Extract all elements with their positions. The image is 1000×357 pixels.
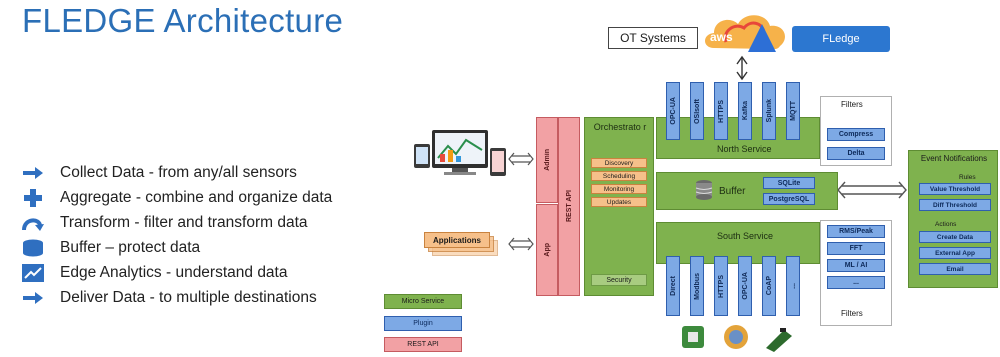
south-plugin-label: HTTPS xyxy=(717,274,725,298)
buffer-label: Buffer xyxy=(719,186,746,197)
orchestrator-item: Monitoring xyxy=(591,184,647,194)
south-plugin-label: CoAP xyxy=(765,276,773,296)
south-plugin-label: OPC-UA xyxy=(741,272,749,300)
curved-arrow-icon xyxy=(18,213,48,233)
fledge-box: FLedge xyxy=(792,26,890,52)
fledge-label: FLedge xyxy=(822,33,860,45)
north-plugin-label: Kafka xyxy=(741,101,749,121)
north-plugin-label: OSIsoft xyxy=(693,98,701,124)
action-item: External App xyxy=(919,247,991,259)
list-item: Edge Analytics - understand data xyxy=(18,262,287,284)
rest-admin-box: Admin xyxy=(536,117,558,203)
orchestrator-item: Discovery xyxy=(591,158,647,168)
filter-item: ML / AI xyxy=(827,259,885,272)
rest-app-box: App xyxy=(536,204,558,296)
list-item-text: Collect Data - from any/all sensors xyxy=(60,164,297,181)
security-box: Security xyxy=(591,274,647,286)
filters-north-label: Filters xyxy=(841,100,863,109)
rest-app-label: App xyxy=(543,243,551,257)
actions-label: Actions xyxy=(935,221,957,228)
south-plugin: OPC-UA xyxy=(738,256,752,316)
list-item: Buffer – protect data xyxy=(18,237,200,259)
list-item: Collect Data - from any/all sensors xyxy=(18,162,297,184)
orchestrator-box: Orchestrato r Discovery Scheduling Monit… xyxy=(584,117,654,296)
ot-systems-box: OT Systems xyxy=(608,27,698,49)
rules-label: Rules xyxy=(959,174,976,181)
database-icon xyxy=(695,179,713,206)
rest-api-label: REST API xyxy=(565,190,573,223)
north-service-label: North Service xyxy=(717,144,772,154)
south-plugin-label: ... xyxy=(789,283,797,289)
south-plugin: Modbus xyxy=(690,256,704,316)
cloud-icon: aws xyxy=(700,8,792,54)
filter-item: RMS/Peak xyxy=(827,225,885,238)
action-item: Create Data xyxy=(919,231,991,243)
filters-south-label: Filters xyxy=(841,309,863,318)
south-service-label: South Service xyxy=(717,231,774,241)
filter-item: Compress xyxy=(827,128,885,141)
legend-micro-service: Micro Service xyxy=(384,294,462,309)
north-plugin-label: OPC-UA xyxy=(669,97,677,125)
south-plugin: CoAP xyxy=(762,256,776,316)
sensor-devices-icon xyxy=(680,322,800,352)
north-plugin: MQTT xyxy=(786,82,800,140)
database-icon xyxy=(18,238,48,258)
north-plugin-label: HTTPS xyxy=(717,99,725,123)
applications-box: Applications xyxy=(424,232,490,248)
north-plugin: Splunk xyxy=(762,82,776,140)
filter-item: Delta xyxy=(827,147,885,160)
chart-up-icon xyxy=(18,263,48,283)
filters-north-box: Filters Compress Delta xyxy=(820,96,892,166)
north-plugin: OSIsoft xyxy=(690,82,704,140)
list-item-text: Buffer – protect data xyxy=(60,239,201,256)
rule-item: Value Threshold xyxy=(919,183,991,195)
event-notifications-title: Event Notifications xyxy=(920,154,988,163)
ot-systems-label: OT Systems xyxy=(620,31,686,45)
south-plugin: HTTPS xyxy=(714,256,728,316)
legend-plugin: Plugin xyxy=(384,316,462,331)
north-plugin: HTTPS xyxy=(714,82,728,140)
buffer-store: SQLite xyxy=(763,177,815,189)
applications-label: Applications xyxy=(432,235,481,245)
rest-admin-label: Admin xyxy=(543,149,551,171)
filters-south-box: RMS/Peak FFT ML / AI ... Filters xyxy=(820,220,892,326)
orchestrator-item: Updates xyxy=(591,197,647,207)
arrow-right-icon xyxy=(18,288,48,308)
event-notifications-box: Event Notifications Rules Value Threshol… xyxy=(908,150,998,288)
dashboard-devices-icon xyxy=(412,128,508,180)
list-item: Aggregate - combine and organize data xyxy=(18,187,332,209)
legend-rest-api: REST API xyxy=(384,337,462,352)
orchestrator-title: Orchestrato r xyxy=(593,122,647,132)
south-plugin-label: Direct xyxy=(669,276,677,296)
north-plugin-label: Splunk xyxy=(765,99,773,123)
arrow-right-icon xyxy=(18,163,48,183)
list-item-text: Aggregate - combine and organize data xyxy=(60,189,333,206)
south-plugin-label: Modbus xyxy=(693,272,701,300)
list-item-text: Deliver Data - to multiple destinations xyxy=(60,289,317,306)
action-item: Email xyxy=(919,263,991,275)
page-title: FLEDGE Architecture xyxy=(22,2,344,39)
list-item: Deliver Data - to multiple destinations xyxy=(18,287,317,309)
north-plugin: OPC-UA xyxy=(666,82,680,140)
north-plugin-label: MQTT xyxy=(789,101,797,121)
filter-item: ... xyxy=(827,276,885,289)
north-plugin: Kafka xyxy=(738,82,752,140)
filter-item: FFT xyxy=(827,242,885,255)
rest-api-box: REST API xyxy=(558,117,580,296)
aws-logo: aws xyxy=(710,30,733,44)
list-item-text: Transform - filter and transform data xyxy=(60,214,308,231)
list-item-text: Edge Analytics - understand data xyxy=(60,264,288,281)
south-plugin: ... xyxy=(786,256,800,316)
list-item: Transform - filter and transform data xyxy=(18,212,308,234)
plus-icon xyxy=(18,188,48,208)
south-plugin: Direct xyxy=(666,256,680,316)
buffer-store: PostgreSQL xyxy=(763,193,815,205)
rule-item: Diff Threshold xyxy=(919,199,991,211)
buffer-box: Buffer SQLite PostgreSQL xyxy=(656,172,838,210)
orchestrator-item: Scheduling xyxy=(591,171,647,181)
